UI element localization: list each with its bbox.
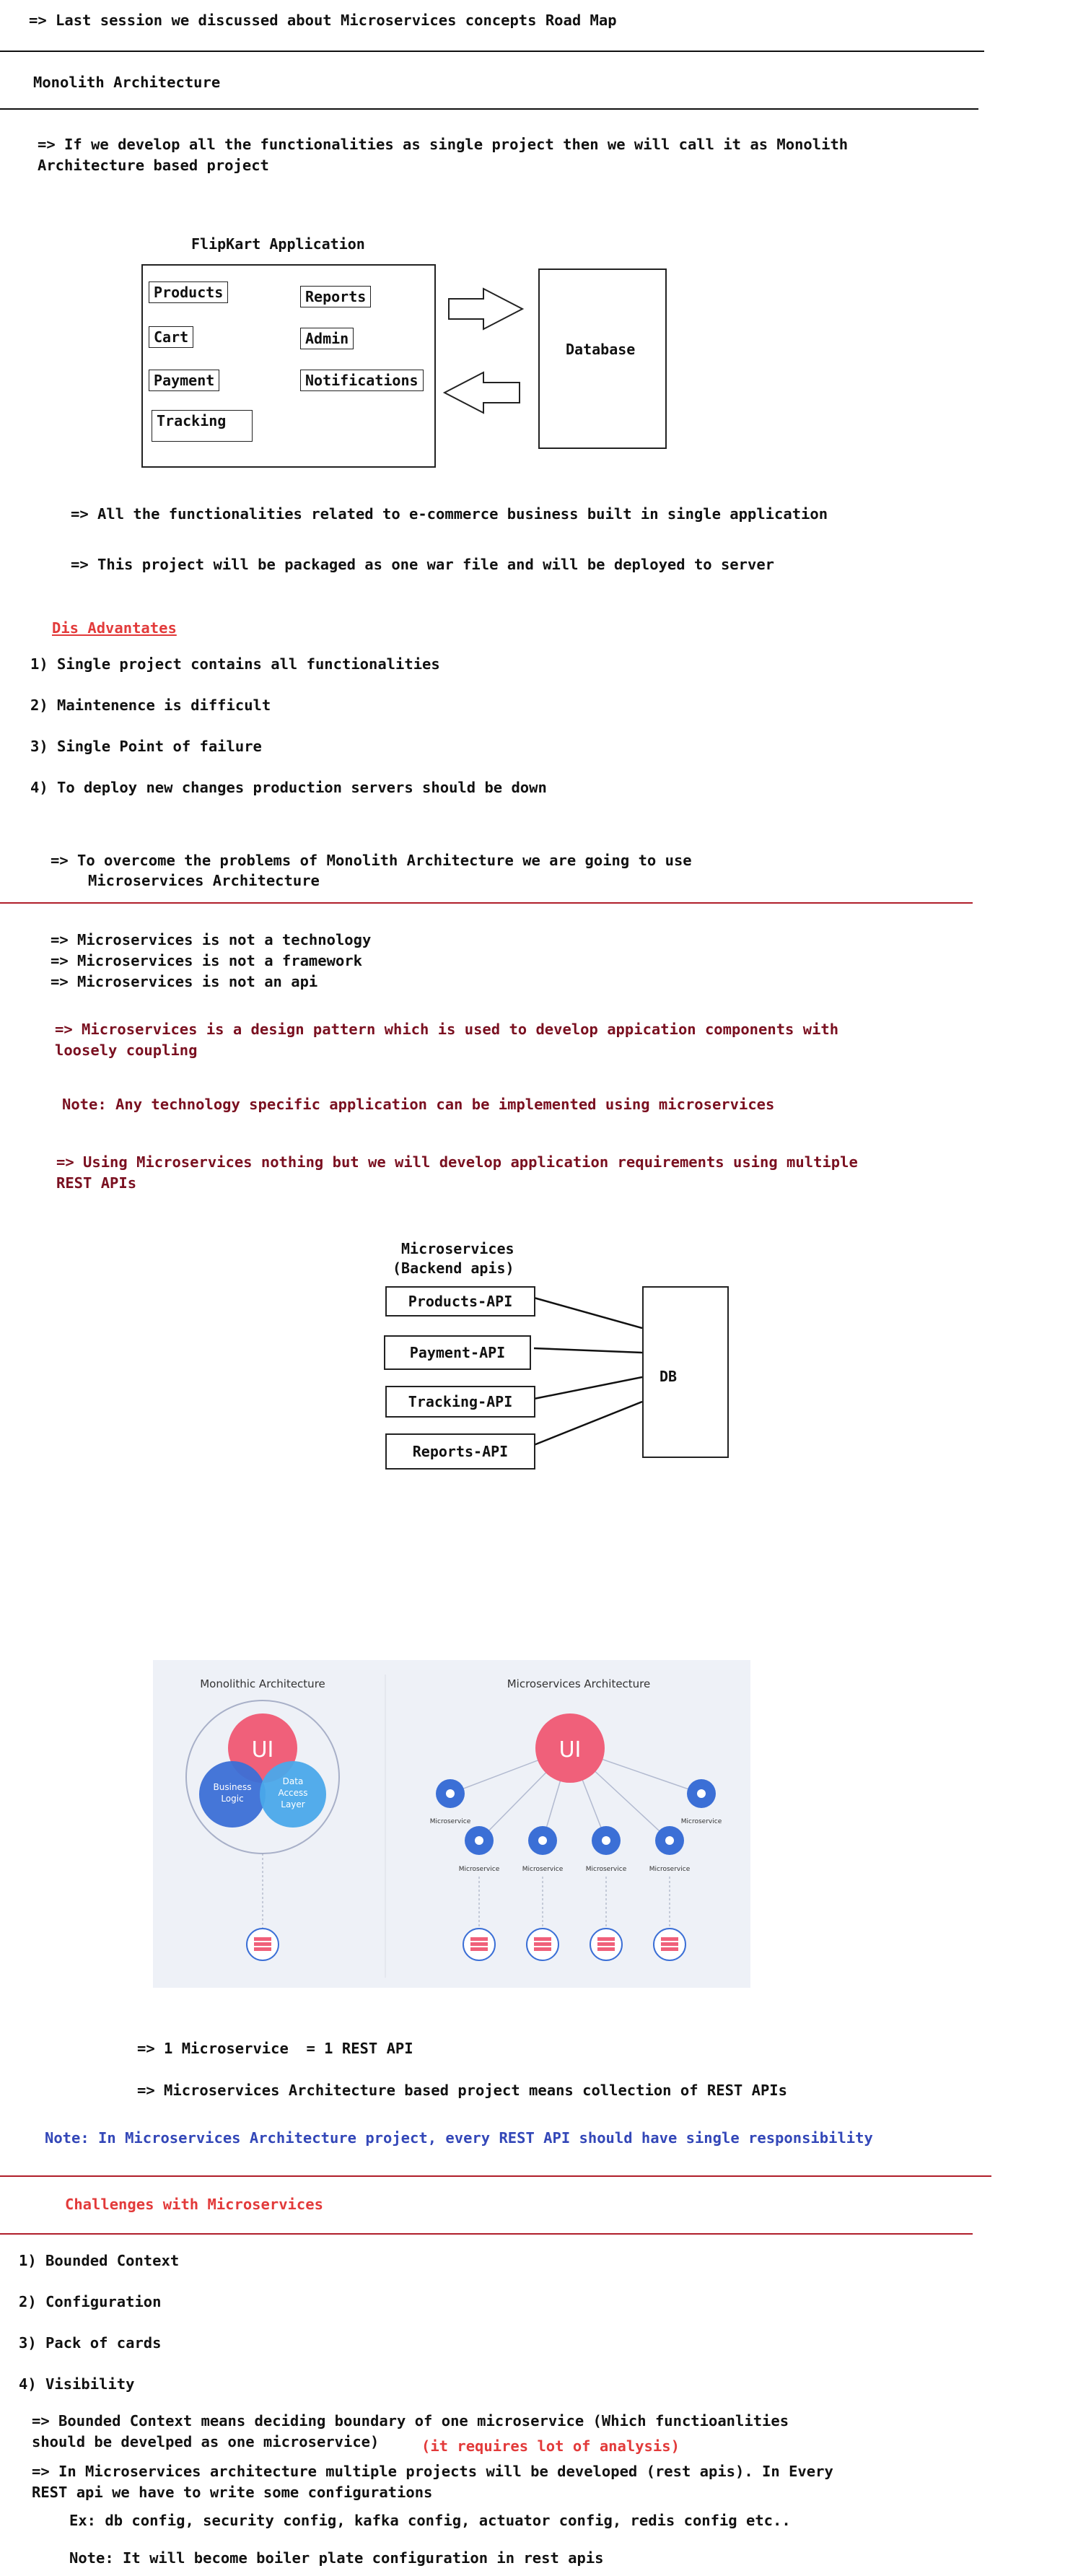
monolith-definition-line2: Architecture based project (38, 157, 269, 174)
microservices-ui-circle (535, 1713, 605, 1783)
not-framework: => Microservices is not a framework (51, 952, 362, 969)
disadvantage-item: 4) To deploy new changes production serv… (30, 779, 547, 796)
svg-text:UI: UI (559, 1737, 582, 1763)
payment-api-box: Payment-API (384, 1335, 531, 1370)
monolith-definition-line1: => If we develop all the functionalities… (38, 136, 849, 153)
disadvantage-item: 1) Single project contains all functiona… (30, 655, 440, 673)
not-technology: => Microservices is not a technology (51, 931, 372, 948)
module-cart: Cart (149, 326, 194, 348)
svg-text:Logic: Logic (221, 1794, 243, 1804)
reports-api-box: Reports-API (385, 1433, 535, 1470)
svg-text:Business: Business (214, 1782, 252, 1792)
divider (0, 902, 973, 904)
module-admin: Admin (300, 328, 354, 349)
module-tracking: Tracking (152, 410, 253, 442)
overcome-line1: => To overcome the problems of Monolith … (51, 852, 692, 869)
db-label: DB (660, 1368, 678, 1385)
svg-text:Data: Data (283, 1776, 304, 1786)
boiler-plate-note: Note: It will become boiler plate config… (69, 2549, 604, 2567)
configuration-line2: REST api we have to write some configura… (32, 2484, 433, 2501)
not-api: => Microservices is not an api (51, 973, 318, 990)
collection-of-apis: => Microservices Architecture based proj… (137, 2082, 787, 2099)
divider (0, 2233, 973, 2235)
technology-note: Note: Any technology specific applicatio… (62, 1096, 775, 1113)
products-api-box: Products-API (385, 1286, 535, 1317)
svg-text:Microservice: Microservice (649, 1866, 691, 1873)
api-diagram-title-1: Microservices (401, 1240, 514, 1257)
challenge-item: 3) Pack of cards (19, 2334, 162, 2352)
bounded-context-note: (it requires lot of analysis) (421, 2437, 680, 2455)
single-responsibility-note: Note: In Microservices Architecture proj… (45, 2129, 873, 2147)
pattern-line1: => Microservices is a design pattern whi… (55, 1021, 839, 1038)
divider (0, 2175, 991, 2177)
disadvantage-item: 2) Maintenence is difficult (30, 697, 271, 714)
module-reports: Reports (300, 286, 372, 307)
service-icons: Microservice Microservice Microservice M… (430, 1779, 722, 1873)
database-label: Database (566, 341, 636, 358)
api-diagram-title-2: (Backend apis) (393, 1259, 514, 1277)
monolith-point-2: => This project will be packaged as one … (71, 556, 775, 573)
divider (0, 51, 984, 52)
monolith-ui-label: UI (252, 1737, 274, 1763)
module-payment: Payment (149, 370, 220, 391)
db-box (642, 1286, 729, 1458)
bounded-context-line2: should be develped as one microservice) (32, 2433, 380, 2450)
left-title: Monolithic Architecture (200, 1677, 325, 1690)
tracking-api-box: Tracking-API (385, 1386, 535, 1418)
bounded-context-line1: => Bounded Context means deciding bounda… (32, 2412, 789, 2429)
divider (0, 108, 978, 110)
challenge-item: 2) Configuration (19, 2293, 162, 2310)
svg-text:Layer: Layer (281, 1799, 305, 1809)
svg-text:Microservice: Microservice (522, 1866, 564, 1873)
monolith-point-1: => All the functionalities related to e-… (71, 505, 828, 523)
configuration-line1: => In Microservices architecture multipl… (32, 2463, 833, 2480)
disadvantage-item: 3) Single Point of failure (30, 738, 262, 755)
flipkart-app-title: FlipKart Application (191, 235, 365, 253)
database-icons (463, 1928, 686, 1961)
module-notifications: Notifications (300, 370, 424, 391)
right-title: Microservices Architecture (507, 1677, 651, 1690)
intro-text: => Last session we discussed about Micro… (29, 12, 617, 29)
svg-text:Access: Access (278, 1788, 307, 1798)
database-icon (246, 1928, 279, 1961)
disadvantages-heading: Dis Advantates (52, 619, 177, 637)
api-connectors (533, 1296, 643, 1446)
overcome-line2: Microservices Architecture (88, 872, 320, 889)
module-products: Products (149, 281, 229, 303)
pattern-line2: loosely coupling (55, 1042, 198, 1059)
microservice-eq-api: => 1 Microservice = 1 REST API (137, 2040, 413, 2057)
arrows-icon (442, 287, 525, 414)
architecture-comparison-image: Monolithic Architecture Microservices Ar… (153, 1660, 750, 1988)
challenges-heading: Challenges with Microservices (65, 2196, 323, 2213)
svg-text:Microservice: Microservice (459, 1866, 500, 1873)
challenge-item: 4) Visibility (19, 2375, 135, 2393)
using-line2: REST APIs (56, 1174, 137, 1192)
config-example: Ex: db config, security config, kafka co… (69, 2512, 791, 2529)
svg-text:Microservice: Microservice (430, 1818, 471, 1825)
challenge-item: 1) Bounded Context (19, 2252, 180, 2269)
using-line1: => Using Microservices nothing but we wi… (56, 1153, 858, 1171)
svg-text:Microservice: Microservice (681, 1818, 722, 1825)
svg-text:Microservice: Microservice (586, 1866, 627, 1873)
database-box (538, 268, 667, 449)
section-title-monolith: Monolith Architecture (33, 74, 221, 91)
